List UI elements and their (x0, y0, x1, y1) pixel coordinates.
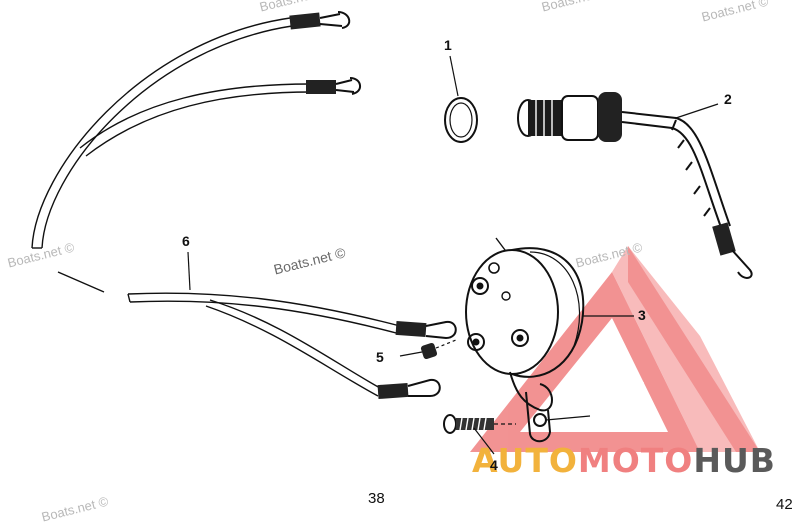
callout-4: 4 (490, 457, 498, 473)
callout-2: 2 (724, 91, 732, 107)
logo-moto: MOTO (577, 441, 694, 480)
lower-wire-harness (127, 292, 457, 400)
logo-hub: HUB (693, 441, 776, 480)
callout-6: 6 (182, 233, 190, 249)
page-number-left: 38 (368, 490, 385, 507)
lamp-socket-assembly (517, 92, 753, 279)
callout-3: 3 (638, 307, 646, 323)
logo-auto: AUTO (472, 441, 578, 480)
callout-5: 5 (376, 349, 384, 365)
page-number-right: 42 (776, 496, 793, 513)
terminal-nut (399, 339, 457, 360)
upper-wire-harness (31, 11, 361, 293)
callout-1: 1 (444, 37, 452, 53)
retaining-ring (444, 97, 478, 143)
gauge-body (465, 237, 585, 443)
mounting-screw (443, 414, 591, 434)
automotohub-logo: AUTOMOTOHUB (472, 444, 776, 478)
leader-lines (187, 55, 719, 455)
